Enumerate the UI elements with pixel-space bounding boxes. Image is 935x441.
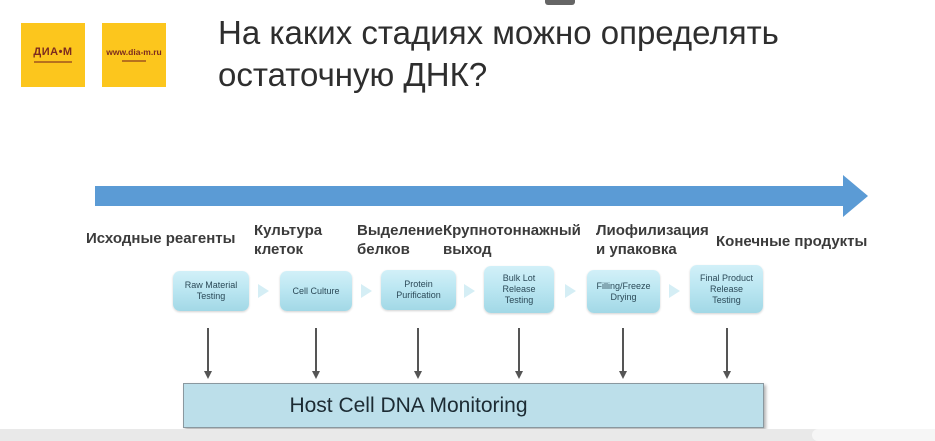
bottom-edge-strip <box>0 429 935 441</box>
down-arrow-icon <box>720 328 734 380</box>
stage-label-raw-reagents: Исходные реагенты <box>86 230 236 247</box>
step-chevron-icon <box>669 284 680 298</box>
process-step-label: Bulk Lot Release Testing <box>502 273 536 305</box>
process-step-box-cell-culture: Cell Culture <box>280 271 352 311</box>
process-step-label: Filling/Freeze Drying <box>596 280 651 302</box>
flow-arrow-icon <box>95 186 843 206</box>
diam-logo-text: ДИА•М <box>33 46 73 58</box>
step-chevron-icon <box>464 284 475 298</box>
host-cell-dna-monitoring-box: Host Cell DNA Monitoring <box>183 383 764 428</box>
step-chevron-icon <box>565 284 576 298</box>
diam-logo: ДИА•М <box>21 23 85 87</box>
bottom-edge-strip-right <box>812 429 935 441</box>
stage-label-lyophilization: Лиофилизация и упаковка <box>596 222 709 258</box>
diam-website-subline <box>122 59 146 62</box>
diam-website-logo: www.dia-m.ru <box>102 23 166 87</box>
step-chevron-icon <box>258 284 269 298</box>
process-step-label: Raw Material Testing <box>184 280 238 301</box>
cropped-top-fragment <box>545 0 575 5</box>
process-step-box-bulk-lot: Bulk Lot Release Testing <box>484 266 554 313</box>
diam-logo-subline <box>34 61 72 63</box>
down-arrow-icon <box>309 328 323 380</box>
page-title: На каких стадиях можно определять остато… <box>218 14 779 93</box>
diam-website-text: www.dia-m.ru <box>106 47 162 58</box>
down-arrow-icon <box>616 328 630 380</box>
process-step-box-filling-freeze: Filling/Freeze Drying <box>587 270 660 313</box>
step-chevron-icon <box>361 284 372 298</box>
process-step-box-final-product: Final Product Release Testing <box>690 265 763 313</box>
down-arrow-icon <box>512 328 526 380</box>
flow-arrow-head-icon <box>843 175 868 217</box>
stage-label-bulk-yield: Крупнотоннажный выход <box>443 222 581 258</box>
down-arrow-icon <box>201 328 215 380</box>
down-arrow-icon <box>411 328 425 380</box>
process-step-label: Protein Purification <box>396 279 441 300</box>
stage-label-protein-isolation: Выделение белков <box>357 222 443 258</box>
stage-label-cell-culture: Культура клеток <box>254 222 323 258</box>
process-step-label: Final Product Release Testing <box>699 272 754 305</box>
process-step-box-protein-purification: Protein Purification <box>381 270 456 310</box>
stage-label-final-products: Конечные продукты <box>716 233 868 250</box>
host-cell-dna-monitoring-label: Host Cell DNA Monitoring <box>289 393 528 417</box>
process-step-label: Cell Culture <box>292 285 340 296</box>
process-step-box-raw-material: Raw Material Testing <box>173 271 249 311</box>
